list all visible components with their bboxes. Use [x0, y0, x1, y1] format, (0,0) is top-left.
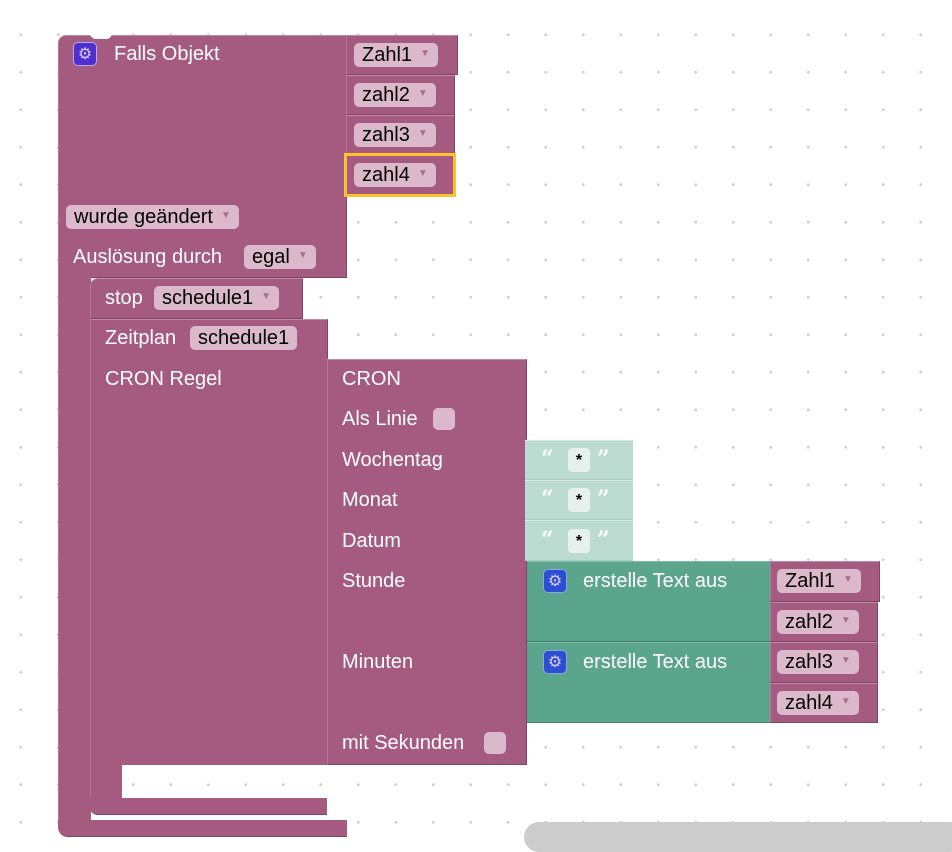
as-line-checkbox[interactable] — [433, 408, 455, 430]
hour-label: Stunde — [342, 570, 406, 592]
top-notch — [90, 33, 112, 39]
as-line-label: Als Linie — [342, 408, 418, 430]
object-dropdown-1-value: Zahl1 — [362, 44, 413, 66]
schedule-label: Zeitplan — [105, 327, 177, 349]
quote-open-icon: “ — [541, 527, 554, 553]
dropdown-arrow-icon: ▼ — [840, 695, 851, 707]
hour-dropdown-2-value: zahl2 — [785, 611, 833, 633]
object-dropdown-3-value: zahl3 — [362, 124, 410, 146]
trigger-by-label: Auslösung durch — [73, 246, 222, 268]
month-value-field[interactable]: * — [568, 488, 590, 512]
minute-dropdown-2[interactable]: zahl4 ▼ — [777, 691, 859, 715]
stop-schedule-dropdown[interactable]: schedule1 ▼ — [154, 286, 280, 310]
object-dropdown-2[interactable]: zahl2 ▼ — [354, 83, 436, 107]
seconds-label: mit Sekunden — [342, 732, 465, 754]
dropdown-arrow-icon: ▼ — [420, 47, 430, 59]
gear-icon[interactable]: ⚙ — [73, 42, 97, 66]
dropdown-arrow-icon: ▼ — [840, 614, 851, 626]
minute-dropdown-2-value: zahl4 — [785, 692, 833, 714]
stop-schedule-value: schedule1 — [162, 287, 254, 309]
quote-close-icon: ” — [597, 527, 610, 553]
object-dropdown-2-value: zahl2 — [362, 84, 410, 106]
quote-open-icon: “ — [541, 446, 554, 472]
month-label: Monat — [342, 489, 398, 511]
text-join-label: erstelle Text aus — [583, 651, 728, 673]
minute-dropdown-1-value: zahl3 — [785, 651, 833, 673]
dropdown-arrow-icon: ▼ — [261, 290, 272, 302]
selected-block-highlight — [344, 153, 456, 197]
date-value-field[interactable]: * — [568, 529, 590, 553]
trigger-block-bottom — [58, 820, 347, 837]
trigger-title: Falls Objekt — [114, 43, 220, 65]
schedule-name-value: schedule1 — [198, 327, 290, 349]
hour-dropdown-1-value: Zahl1 — [785, 570, 836, 592]
trigger-block-arm — [58, 270, 91, 835]
cron-rule-label: CRON Regel — [105, 368, 222, 390]
dropdown-arrow-icon: ▼ — [297, 249, 308, 261]
dropdown-arrow-icon: ▼ — [840, 654, 851, 666]
trigger-by-value: egal — [252, 246, 290, 268]
seconds-checkbox[interactable] — [484, 732, 506, 754]
cron-block[interactable] — [327, 359, 527, 765]
weekday-label: Wochentag — [342, 449, 443, 471]
quote-close-icon: ” — [597, 446, 610, 472]
schedule-block-body — [90, 358, 328, 765]
weekday-value-field[interactable]: * — [568, 448, 590, 472]
horizontal-scrollbar[interactable] — [524, 822, 952, 852]
dropdown-arrow-icon: ▼ — [843, 573, 853, 585]
dropdown-arrow-icon: ▼ — [417, 87, 428, 99]
dropdown-arrow-icon: ▼ — [417, 127, 428, 139]
object-dropdown-4-value: zahl4 — [362, 164, 410, 186]
hour-dropdown-2[interactable]: zahl2 ▼ — [777, 610, 859, 634]
cron-title: CRON — [342, 368, 401, 390]
schedule-block-bottom — [90, 798, 327, 815]
minute-label: Minuten — [342, 651, 414, 673]
change-type-dropdown[interactable]: wurde geändert ▼ — [66, 205, 239, 229]
schedule-name-field[interactable]: schedule1 — [190, 326, 298, 350]
dropdown-arrow-icon: ▼ — [220, 209, 231, 221]
trigger-by-dropdown[interactable]: egal ▼ — [244, 245, 316, 269]
object-dropdown-1[interactable]: Zahl1 ▼ — [354, 43, 438, 67]
minute-dropdown-1[interactable]: zahl3 ▼ — [777, 650, 859, 674]
object-dropdown-4[interactable]: zahl4 ▼ — [354, 163, 436, 187]
statement-slot — [122, 765, 328, 798]
gear-icon[interactable]: ⚙ — [543, 569, 567, 593]
quote-close-icon: ” — [597, 486, 610, 512]
text-join-block-minute[interactable] — [527, 642, 771, 723]
text-join-block-hour[interactable] — [527, 561, 771, 642]
dropdown-arrow-icon: ▼ — [417, 167, 428, 179]
stop-label: stop — [105, 287, 143, 309]
text-join-label: erstelle Text aus — [583, 570, 728, 592]
trigger-block[interactable] — [58, 35, 347, 278]
date-label: Datum — [342, 530, 401, 552]
quote-open-icon: “ — [541, 486, 554, 512]
object-dropdown-3[interactable]: zahl3 ▼ — [354, 123, 436, 147]
hour-dropdown-1[interactable]: Zahl1 ▼ — [777, 569, 861, 593]
change-type-value: wurde geändert — [74, 206, 213, 228]
gear-icon[interactable]: ⚙ — [543, 650, 567, 674]
